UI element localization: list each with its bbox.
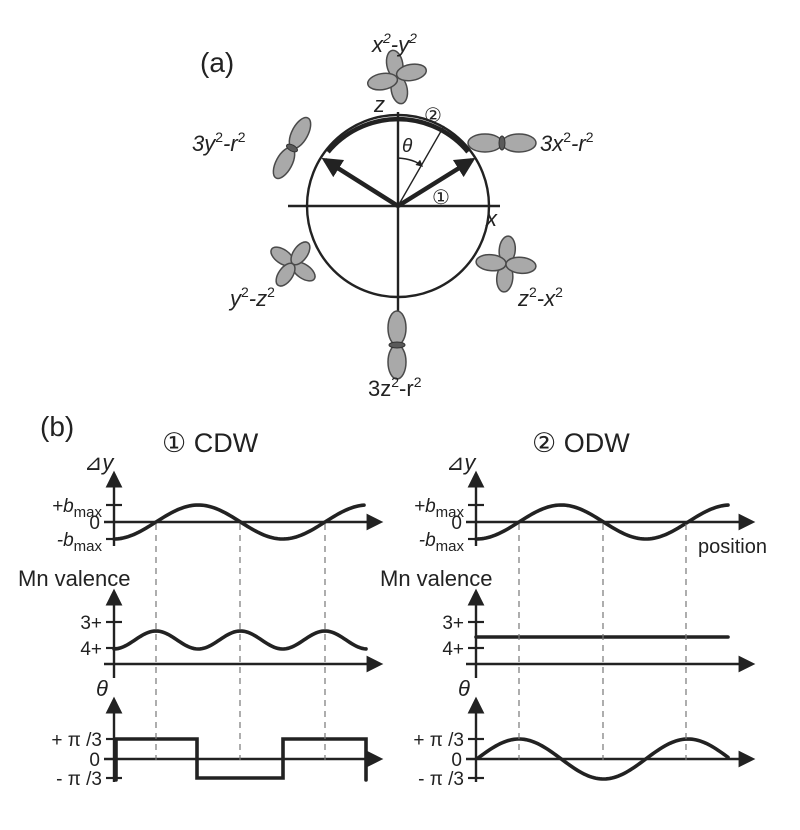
odw-theta-label: θ bbox=[458, 676, 470, 701]
arrow-right bbox=[396, 157, 476, 208]
cdw-piminus-label: - π /3 bbox=[56, 769, 102, 790]
orbital-3z2-r2-icon bbox=[387, 310, 407, 380]
cdw-piplus-label: + π /3 bbox=[51, 730, 102, 751]
cdw-theta-square-wave bbox=[114, 737, 368, 782]
odw-piminus-label: - π /3 bbox=[418, 769, 464, 790]
odw-theta-zero-label: 0 bbox=[451, 750, 462, 771]
orbital-z2-x2-icon bbox=[475, 235, 537, 293]
cdw-zero-label: 0 bbox=[89, 513, 100, 534]
orbital-label-upper-right: 3x2-r2 bbox=[540, 129, 594, 156]
theta-angle-arc bbox=[397, 157, 424, 167]
odw-piplus-label: + π /3 bbox=[413, 730, 464, 751]
cdw-dy-label: ⊿y bbox=[84, 450, 115, 475]
odw-title: ② ODW bbox=[532, 428, 630, 458]
marker-1: ① bbox=[432, 187, 450, 209]
cdw-mn-label: Mn valence bbox=[18, 566, 131, 591]
cdw-valence-curve bbox=[112, 629, 368, 651]
orbital-label-upper-left: 3y2-r2 bbox=[192, 129, 246, 156]
x-axis-label: x bbox=[485, 206, 498, 231]
odw-bminus-label: -bmax bbox=[419, 530, 465, 555]
cdw-bplus-label: +bmax bbox=[52, 496, 103, 521]
odw-displacement-curve bbox=[474, 503, 730, 541]
odw-dy-label: ⊿y bbox=[446, 450, 477, 475]
cdw-displacement-curve bbox=[112, 503, 366, 541]
cdw-theta-zero-label: 0 bbox=[89, 750, 100, 771]
odw-bplus-label: +bmax bbox=[414, 496, 465, 521]
odw-zero-label: 0 bbox=[451, 513, 462, 534]
odw-val4-label: 4+ bbox=[442, 639, 464, 660]
orbital-3y2-r2-icon bbox=[272, 116, 312, 180]
odw-arc-path bbox=[326, 116, 470, 154]
cdw-theta-label: θ bbox=[96, 676, 108, 701]
z-axis-label: z bbox=[373, 92, 385, 117]
orbital-x2-y2-icon bbox=[366, 49, 428, 105]
odw-theta-sine-curve bbox=[476, 737, 730, 781]
orbital-label-top: x2-y2 bbox=[371, 30, 417, 57]
orbital-3x2-r2-icon bbox=[467, 133, 537, 153]
panel-b-label: (b) bbox=[40, 411, 74, 442]
cdw-val4-label: 4+ bbox=[80, 639, 102, 660]
orbital-label-lower-left: y2-z2 bbox=[228, 284, 275, 311]
cdw-val3-label: 3+ bbox=[80, 613, 102, 634]
odw-val3-label: 3+ bbox=[442, 613, 464, 634]
orbital-label-bottom: 3z2-r2 bbox=[368, 374, 422, 401]
orbital-y2-z2-icon bbox=[270, 241, 316, 287]
panel-a-label: (a) bbox=[200, 47, 234, 78]
cdw-title: ① CDW bbox=[162, 428, 259, 458]
cdw-bminus-label: -bmax bbox=[57, 530, 103, 555]
marker-2: ② bbox=[424, 105, 442, 127]
orbital-label-lower-right: z2-x2 bbox=[517, 284, 563, 311]
theta-symbol: θ bbox=[402, 136, 413, 157]
position-label: position bbox=[698, 536, 767, 558]
arrow-left bbox=[321, 157, 400, 208]
odw-mn-label: Mn valence bbox=[380, 566, 493, 591]
